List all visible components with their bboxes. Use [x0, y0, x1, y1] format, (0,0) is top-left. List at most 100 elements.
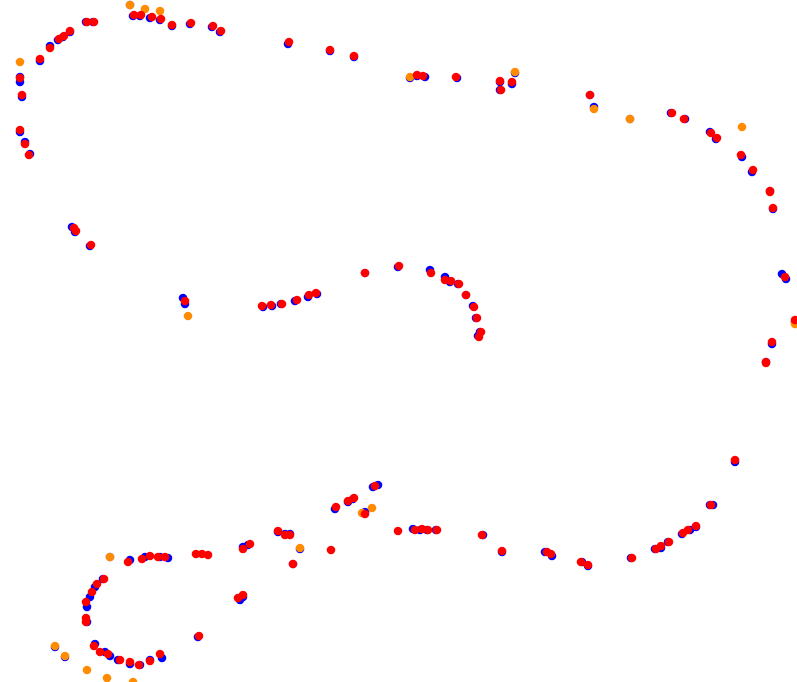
data-point [15, 57, 25, 67]
series-0 [15, 0, 797, 670]
data-point [60, 651, 70, 661]
data-point [370, 481, 380, 491]
data-point [191, 549, 201, 559]
data-point [15, 73, 25, 83]
data-point [180, 296, 190, 306]
data-point [394, 261, 404, 271]
data-point [410, 525, 420, 535]
data-point [65, 26, 75, 36]
data-point [87, 587, 97, 597]
data-point [50, 641, 60, 651]
data-point [145, 656, 155, 666]
data-point [95, 647, 105, 657]
data-point [546, 549, 556, 559]
data-point [576, 557, 586, 567]
data-point [780, 272, 790, 282]
data-point [761, 358, 771, 368]
data-point [331, 502, 341, 512]
data-point [288, 559, 298, 569]
data-point [454, 279, 464, 289]
data-point [186, 18, 196, 28]
data-point [706, 128, 716, 138]
data-point [105, 552, 115, 562]
data-point [102, 673, 112, 682]
data-point [477, 530, 487, 540]
data-point [748, 165, 758, 175]
data-point [474, 332, 484, 342]
data-point [691, 521, 701, 531]
data-point [153, 552, 163, 562]
data-point [134, 660, 144, 670]
data-point [426, 268, 436, 278]
data-point [405, 72, 415, 82]
data-point [393, 526, 403, 536]
data-point [667, 108, 677, 118]
data-point [706, 500, 716, 510]
data-point [423, 525, 433, 535]
data-point [103, 649, 113, 659]
data-point [730, 455, 740, 465]
data-point [349, 493, 359, 503]
data-point [683, 525, 693, 535]
data-point [664, 537, 674, 547]
data-point [155, 6, 165, 16]
data-point [155, 649, 165, 659]
series-2 [15, 10, 797, 670]
data-point [71, 226, 81, 236]
data-point [183, 311, 193, 321]
data-point [583, 560, 593, 570]
data-point [24, 150, 34, 160]
data-point [507, 77, 517, 87]
data-point [45, 43, 55, 53]
data-point [257, 301, 267, 311]
data-point [238, 544, 248, 554]
data-point [625, 114, 635, 124]
scatter-points [15, 0, 797, 682]
data-point [736, 150, 746, 160]
data-point [137, 554, 147, 564]
data-point [156, 14, 166, 24]
data-point [20, 139, 30, 149]
data-point [585, 90, 595, 100]
data-point [125, 0, 135, 10]
data-point [266, 300, 276, 310]
data-point [15, 125, 25, 135]
data-point [89, 641, 99, 651]
data-point [92, 579, 102, 589]
data-point [311, 288, 321, 298]
data-point [349, 51, 359, 61]
data-point [167, 20, 177, 30]
data-point [216, 26, 226, 36]
data-point [292, 295, 302, 305]
data-point [768, 203, 778, 213]
data-point [589, 104, 599, 114]
data-point [194, 631, 204, 641]
data-point [136, 10, 146, 20]
data-point [245, 539, 255, 549]
data-point [115, 655, 125, 665]
data-point [627, 553, 637, 563]
data-point [656, 541, 666, 551]
data-point [128, 677, 138, 682]
data-point [304, 290, 314, 300]
data-point [82, 665, 92, 675]
data-point [129, 10, 139, 20]
data-point [497, 546, 507, 556]
data-point [82, 17, 92, 27]
data-point [86, 240, 96, 250]
data-point [99, 574, 109, 584]
data-point [54, 34, 64, 44]
data-point [35, 54, 45, 64]
data-point [325, 45, 335, 55]
data-point [451, 72, 461, 82]
data-point [360, 268, 370, 278]
data-point [295, 543, 305, 553]
data-point [472, 313, 482, 323]
data-point [238, 590, 248, 600]
data-point [326, 545, 336, 555]
data-point [412, 70, 422, 80]
data-point [367, 503, 377, 513]
data-point [790, 315, 797, 325]
data-point [17, 90, 27, 100]
